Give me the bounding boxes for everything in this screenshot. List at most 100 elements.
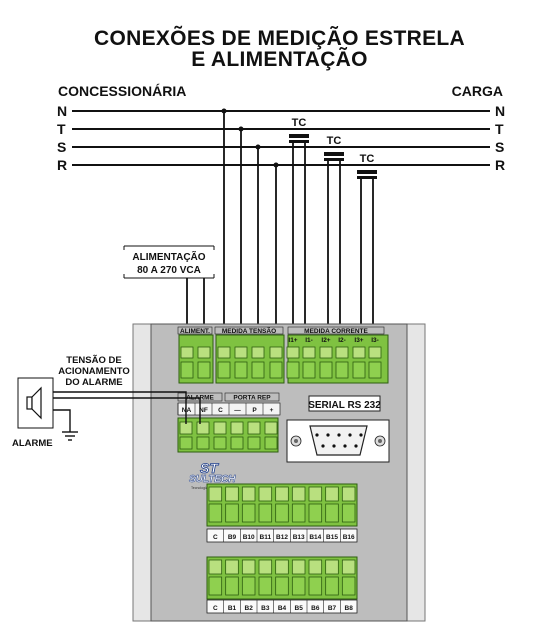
svg-text:MEDIDA CORRENTE: MEDIDA CORRENTE	[304, 328, 368, 335]
terminal-screw[interactable]	[258, 486, 273, 502]
terminal-slot	[291, 503, 306, 523]
bottom-terminal-label: B12	[276, 534, 288, 541]
terminal-screw[interactable]	[275, 559, 289, 575]
terminal-label-i2n: I2-	[338, 337, 346, 344]
terminal-label-i1n: I1-	[305, 337, 313, 344]
alarm-voltage-line2: ACIONAMENTO	[58, 366, 130, 377]
terminal-screw[interactable]	[247, 421, 261, 435]
terminal-screw[interactable]	[325, 559, 339, 575]
supply-box: ALIMENTAÇÃO 80 A 270 VCA	[123, 245, 215, 279]
terminal-screw[interactable]	[180, 346, 194, 359]
terminal-slot	[308, 503, 323, 523]
terminal-screw[interactable]	[230, 421, 244, 435]
serial-db9-connector[interactable]	[286, 419, 390, 463]
terminal-screw[interactable]	[241, 486, 256, 502]
terminal-screw[interactable]	[308, 486, 323, 502]
alarm-voltage-line1: TENSÃO DE	[66, 355, 121, 366]
terminal-screw[interactable]	[341, 486, 356, 502]
terminal-slot	[291, 576, 306, 596]
terminal-screw[interactable]	[286, 346, 300, 359]
bottom-terminal-label: B10	[243, 534, 255, 541]
terminal-slot	[264, 436, 278, 450]
terminal-screw[interactable]	[335, 346, 349, 359]
terminal-slot	[241, 576, 256, 596]
terminal-slot	[230, 436, 244, 450]
terminal-slot	[217, 361, 231, 379]
terminal-screw[interactable]	[308, 559, 323, 575]
terminal-screw[interactable]	[208, 486, 223, 502]
terminal-screw[interactable]	[269, 346, 283, 359]
terminal-slot	[341, 503, 356, 523]
terminal-screw[interactable]	[217, 346, 231, 359]
phase-label-right-t: T	[495, 121, 504, 137]
terminal-screw[interactable]	[213, 421, 227, 435]
bottom-terminal-label: B8	[345, 605, 354, 612]
terminal-slot	[225, 503, 239, 523]
db9-pin	[315, 433, 319, 437]
terminal-screw[interactable]	[225, 486, 239, 502]
terminal-slot	[208, 503, 223, 523]
bottom-terminal-label: B1	[228, 605, 237, 612]
terminal-slot	[197, 361, 211, 379]
db9-pin	[343, 444, 347, 448]
terminal-screw[interactable]	[302, 346, 316, 359]
alarm-terminal-label: NF	[199, 407, 208, 414]
db9-pin	[332, 444, 336, 448]
terminal-screw[interactable]	[258, 559, 273, 575]
ct-s: TC	[324, 135, 344, 352]
alarm-terminal-label: C	[218, 407, 223, 414]
terminal-screw[interactable]	[251, 346, 265, 359]
db9-pin	[354, 444, 358, 448]
terminal-slot	[213, 436, 227, 450]
bottom-terminal-label: C	[213, 534, 218, 541]
terminal-label-i1p: I1+	[288, 337, 297, 344]
terminal-screw[interactable]	[368, 346, 382, 359]
supply-line1: ALIMENTAÇÃO	[132, 250, 205, 263]
terminal-screw[interactable]	[264, 421, 278, 435]
terminal-slot	[275, 503, 289, 523]
phase-label-left-s: S	[57, 139, 66, 155]
terminal-slot	[234, 361, 248, 379]
terminal-slot	[352, 361, 366, 379]
terminal-slot	[225, 576, 239, 596]
terminal-slot	[258, 576, 273, 596]
phase-label-left-t: T	[57, 121, 66, 137]
alarm-siren-icon	[17, 377, 54, 429]
terminal-screw[interactable]	[352, 346, 366, 359]
serial-label: SERIAL RS 232	[308, 400, 381, 411]
terminal-screw[interactable]	[234, 346, 248, 359]
terminal-screw[interactable]	[225, 559, 239, 575]
terminal-screw[interactable]	[196, 421, 210, 435]
phase-label-right-n: N	[495, 103, 505, 119]
ct-t: TC	[289, 117, 309, 352]
terminal-screw[interactable]	[275, 486, 289, 502]
phase-label-left-n: N	[57, 103, 67, 119]
alarm-terminal-label: —	[234, 407, 241, 414]
terminal-screw[interactable]	[341, 559, 356, 575]
terminal-slot	[325, 576, 339, 596]
terminal-slot	[335, 361, 349, 379]
svg-text:ST: ST	[200, 460, 219, 476]
ct-r: TC	[357, 153, 377, 352]
terminal-label-i2p: I2+	[321, 337, 330, 344]
bottom-terminal-label: B13	[293, 534, 305, 541]
terminal-screw[interactable]	[319, 346, 333, 359]
terminal-screw[interactable]	[291, 486, 306, 502]
terminal-screw[interactable]	[241, 559, 256, 575]
label-carga: CARGA	[452, 83, 503, 99]
terminal-screw[interactable]	[208, 559, 223, 575]
terminal-screw[interactable]	[197, 346, 211, 359]
bottom-terminal-label: B7	[328, 605, 337, 612]
terminal-slot	[308, 576, 323, 596]
terminal-slot	[325, 503, 339, 523]
svg-text:TC: TC	[292, 117, 307, 129]
alarm-terminal-label: +	[270, 407, 274, 414]
terminal-slot	[269, 361, 283, 379]
serial-label-box	[308, 395, 381, 412]
db9-pin	[321, 444, 325, 448]
terminal-screw[interactable]	[291, 559, 306, 575]
phase-label-left-r: R	[57, 157, 67, 173]
alarm-wiring	[46, 391, 201, 424]
db9-pin	[348, 433, 352, 437]
terminal-screw[interactable]	[325, 486, 339, 502]
